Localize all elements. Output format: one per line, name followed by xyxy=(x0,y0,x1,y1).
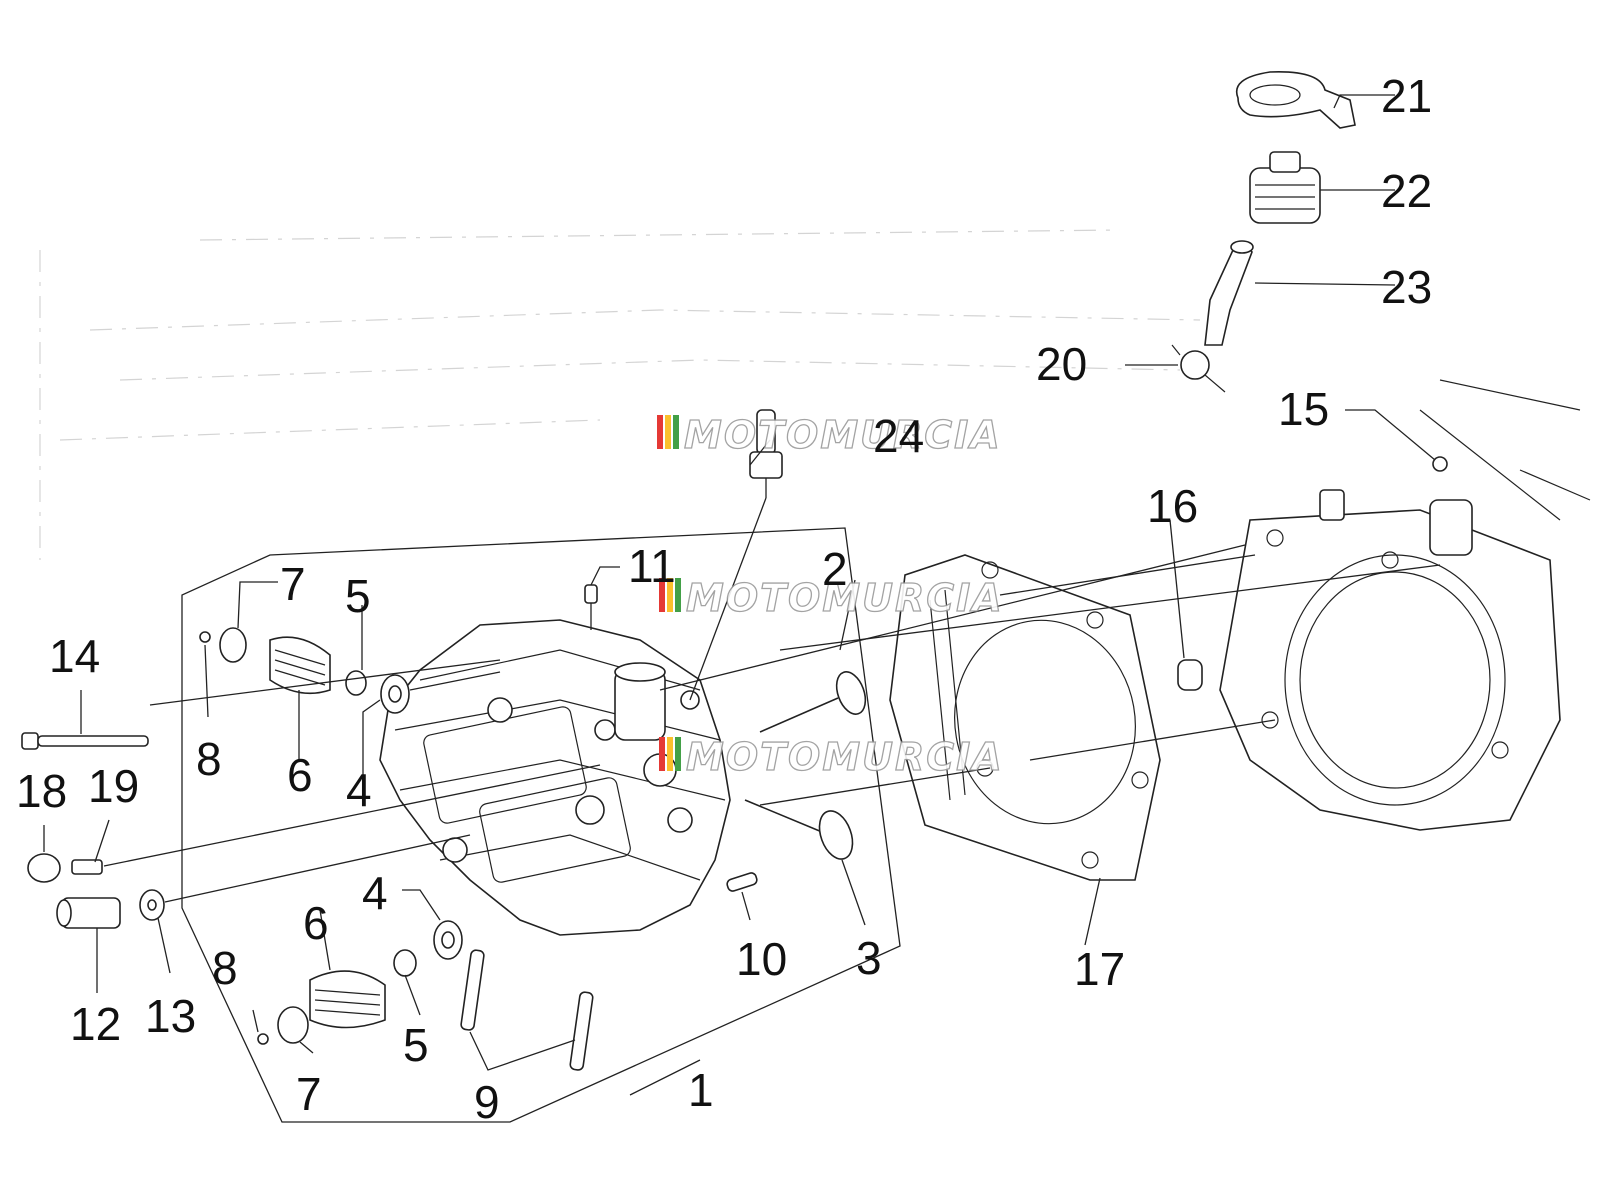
label-part-9: 9 xyxy=(474,1076,500,1128)
cap-and-sensor xyxy=(27,853,103,883)
background-ghost-lines xyxy=(39,229,1201,560)
hose-23 xyxy=(1204,240,1254,346)
watermark-text: MOTOMURCIA xyxy=(686,576,1004,620)
label-part-18: 18 xyxy=(16,765,67,817)
head-gasket xyxy=(889,554,1161,881)
upper-valve-train xyxy=(199,627,410,714)
dowel-pin-11 xyxy=(584,584,598,630)
label-part-2: 2 xyxy=(822,543,848,595)
label-part-14: 14 xyxy=(49,630,100,682)
label-part-21: 21 xyxy=(1381,70,1432,122)
label-part-23: 23 xyxy=(1381,261,1432,313)
label-part-8: 8 xyxy=(212,942,238,994)
label-part-1: 1 xyxy=(688,1064,714,1116)
label-part-8: 8 xyxy=(196,733,222,785)
cylinder-head-assembly-outline xyxy=(181,527,901,1123)
label-part-13: 13 xyxy=(145,990,196,1042)
lower-valve-train xyxy=(257,920,463,1045)
bracket-21 xyxy=(1235,71,1356,129)
dowel-pin-10 xyxy=(726,872,758,892)
label-part-10: 10 xyxy=(736,933,787,985)
label-part-3: 3 xyxy=(856,932,882,984)
label-part-15: 15 xyxy=(1278,383,1329,435)
spacer-and-washer xyxy=(56,889,165,929)
watermark-2: MOTOMURCIA xyxy=(659,575,1004,621)
leader-lines xyxy=(43,94,1441,1096)
watermark-text: MOTOMURCIA xyxy=(684,413,1002,457)
exhaust-valve xyxy=(744,799,854,860)
label-part-6: 6 xyxy=(303,897,329,949)
label-part-7: 7 xyxy=(296,1068,322,1120)
label-part-16: 16 xyxy=(1147,480,1198,532)
watermark-1: MOTOMURCIA xyxy=(657,412,1002,458)
label-part-4: 4 xyxy=(362,867,388,919)
label-part-6: 6 xyxy=(287,749,313,801)
watermark-text: MOTOMURCIA xyxy=(686,735,1004,779)
label-part-20: 20 xyxy=(1036,338,1087,390)
label-part-17: 17 xyxy=(1074,943,1125,995)
cylinder-block xyxy=(1219,379,1591,831)
cylinder-head xyxy=(379,619,731,936)
dowel-16 xyxy=(1177,659,1203,691)
part-labels: 1 2 3 4 4 5 5 6 6 7 7 8 8 9 10 11 12 13 … xyxy=(16,70,1432,1128)
stud-bolt xyxy=(21,732,149,750)
intake-valve xyxy=(759,671,867,733)
label-part-4: 4 xyxy=(346,764,372,816)
label-part-22: 22 xyxy=(1381,165,1432,217)
watermark-3: MOTOMURCIA xyxy=(659,734,1004,780)
label-part-5: 5 xyxy=(403,1019,429,1071)
label-part-7: 7 xyxy=(280,558,306,610)
label-part-12: 12 xyxy=(70,998,121,1050)
label-part-11: 11 xyxy=(628,540,676,592)
filler-plug-22 xyxy=(1249,151,1321,224)
label-part-5: 5 xyxy=(345,570,371,622)
dowel-pins-9 xyxy=(460,949,594,1071)
label-part-19: 19 xyxy=(88,760,139,812)
label-part-24: 24 xyxy=(873,410,924,462)
clamp-20 xyxy=(1171,344,1226,393)
